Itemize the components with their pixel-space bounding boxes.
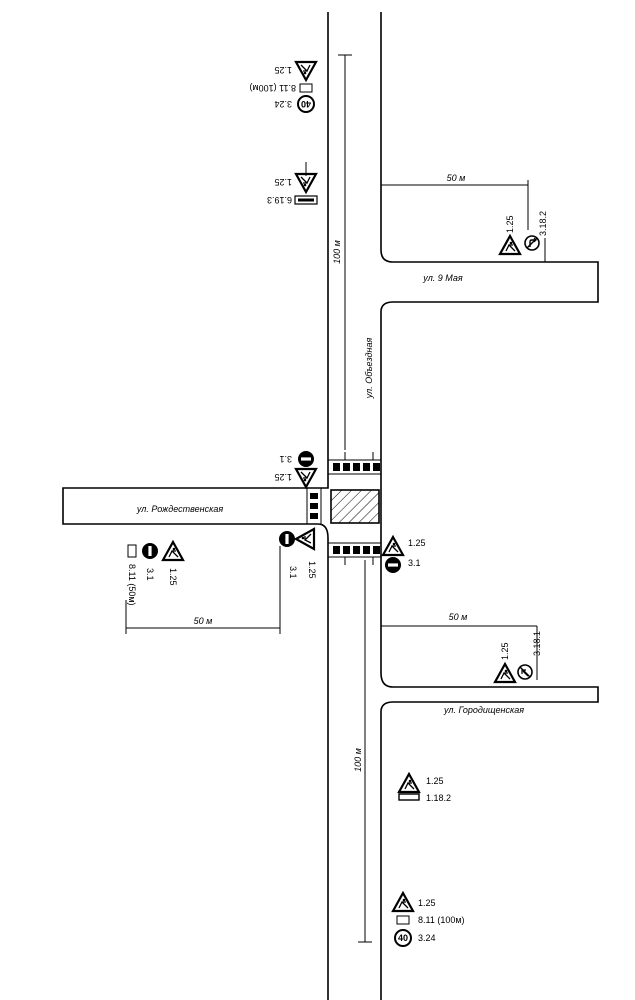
crosswalk-bottom	[328, 542, 381, 565]
dim-right-lower-horizontal: 50 м	[381, 612, 538, 680]
sign-group-top: 40 3.24 8.11 (100м) 1.25	[249, 60, 318, 113]
distance-plate-icon	[299, 83, 313, 93]
children-warning-icon	[397, 772, 421, 794]
svg-text:1.25: 1.25	[274, 472, 292, 482]
svg-text:3.1: 3.1	[408, 558, 421, 568]
svg-text:1.25: 1.25	[168, 568, 178, 586]
svg-text:50 м: 50 м	[447, 173, 466, 183]
children-warning-icon	[294, 172, 318, 194]
dim-top-horizontal: 50 м	[381, 173, 529, 230]
street-label-9-maya: ул. 9 Мая	[422, 273, 463, 283]
svg-text:8.11 (100м): 8.11 (100м)	[418, 915, 465, 925]
sign-group-left: 8.11 (50м) 3.1 1.25	[127, 540, 185, 606]
svg-text:1.25: 1.25	[307, 561, 317, 579]
signal-plate-icon	[398, 793, 420, 801]
zone-plate-icon	[294, 195, 318, 205]
children-warning-icon	[493, 662, 517, 684]
no-entry-icon	[279, 531, 295, 547]
dim-bottom-vertical: 100 м	[353, 560, 372, 943]
children-warning-icon	[498, 234, 522, 256]
svg-text:1.25: 1.25	[418, 898, 436, 908]
sign-group-center-left-bottom: 3.1 1.25	[279, 527, 317, 579]
svg-text:3.1: 3.1	[145, 568, 155, 581]
sign-group-center-left-top: 3.1 1.25	[274, 451, 318, 489]
svg-text:1.25: 1.25	[408, 538, 426, 548]
no-entry-icon	[298, 451, 314, 467]
no-entry-icon	[385, 557, 401, 573]
street-label-rozhdestvenskaya: ул. Рождественская	[136, 504, 223, 514]
distance-plate-icon	[396, 915, 410, 925]
svg-text:8.11 (50м): 8.11 (50м)	[127, 564, 137, 606]
road-network	[62, 12, 599, 1000]
svg-text:1.25: 1.25	[274, 177, 292, 187]
svg-text:40: 40	[398, 933, 408, 943]
distance-plate-icon	[127, 544, 137, 558]
svg-text:1.25: 1.25	[505, 215, 515, 233]
svg-text:100 м: 100 м	[353, 748, 363, 772]
sign-group-lower-mid: 1.25 1.18.2	[397, 772, 451, 803]
children-warning-icon	[391, 891, 415, 913]
svg-text:3.24: 3.24	[274, 99, 292, 109]
crosswalk-top	[328, 452, 381, 475]
sign-group-right-upper: 1.25 3.18.2	[498, 211, 548, 256]
svg-text:40: 40	[301, 99, 311, 109]
svg-text:6.19.3: 6.19.3	[267, 195, 292, 205]
sign-group-bottom: 40 1.25 8.11 (100м) 3.24	[391, 891, 465, 947]
dim-top-vertical: 100 м	[332, 54, 352, 450]
no-right-turn-icon	[524, 235, 540, 251]
svg-text:50 м: 50 м	[194, 616, 213, 626]
street-label-gorodishchenskaya: ул. Городищенская	[443, 705, 524, 715]
sign-group-right-lower: 1.25 3.18.1	[493, 631, 542, 684]
speed-limit-icon: 40	[394, 929, 412, 947]
children-warning-icon	[381, 535, 405, 557]
children-warning-icon	[294, 467, 318, 489]
svg-text:1.25: 1.25	[426, 776, 444, 786]
svg-text:3.24: 3.24	[418, 933, 436, 943]
svg-text:1.18.2: 1.18.2	[426, 793, 451, 803]
sign-group-upper-mid: 6.19.3 1.25	[267, 172, 318, 205]
svg-text:3.18.2: 3.18.2	[538, 211, 548, 236]
svg-text:1.25: 1.25	[500, 642, 510, 660]
hatched-intersection	[330, 489, 380, 524]
svg-text:100 м: 100 м	[332, 240, 342, 264]
svg-text:3.1: 3.1	[288, 566, 298, 579]
children-warning-icon	[161, 540, 185, 562]
speed-limit-icon: 40	[297, 95, 315, 113]
sign-group-center-right: 1.25 3.1	[381, 535, 426, 573]
no-entry-icon	[142, 543, 158, 559]
svg-text:8.11 (100м): 8.11 (100м)	[249, 83, 296, 93]
children-warning-icon	[294, 60, 318, 82]
svg-text:3.1: 3.1	[279, 454, 292, 464]
no-left-turn-icon	[517, 664, 533, 680]
street-label-obezdnaya: ул. Объездная	[364, 338, 374, 400]
svg-text:1.25: 1.25	[274, 65, 292, 75]
dim-left-horizontal: 50 м	[125, 546, 281, 634]
children-warning-icon	[294, 527, 316, 551]
svg-text:50 м: 50 м	[449, 612, 468, 622]
svg-text:3.18.1: 3.18.1	[532, 631, 542, 656]
crosswalk-left	[306, 488, 322, 524]
